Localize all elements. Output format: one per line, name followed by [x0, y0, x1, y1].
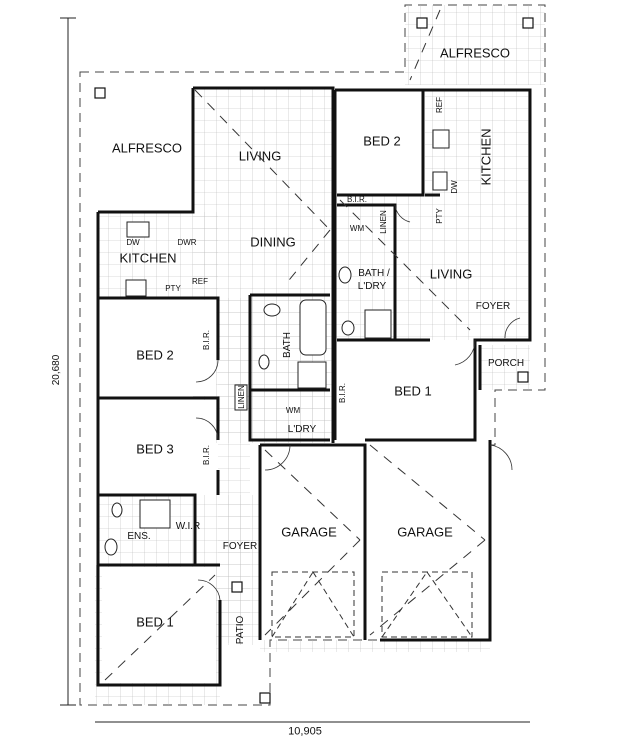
room-kitchen-left: KITCHEN: [119, 250, 177, 266]
linen-left: LINEN: [237, 385, 246, 409]
width-dimension: 10,905: [285, 726, 325, 738]
carpet-rooms: [95, 90, 488, 683]
bir-bed1-right: B.I.R.: [338, 382, 347, 404]
room-kitchen-right: KITCHEN: [478, 128, 494, 186]
bir-bed2-right: B.I.R.: [346, 195, 368, 204]
room-bath-left: BATH: [282, 332, 293, 358]
room-laundry-left: L'DRY: [287, 424, 317, 435]
room-foyer-left: FOYER: [222, 541, 258, 552]
garage-doors: [271, 571, 473, 638]
room-laundry-right: L'DRY: [357, 281, 387, 292]
room-ensuite-left: ENS.: [127, 531, 151, 542]
room-bath-right: BATH /: [358, 268, 390, 279]
room-alfresco-left: ALFRESCO: [111, 140, 183, 156]
room-porch-right: PORCH: [487, 358, 525, 369]
height-dimension: 20,680: [51, 354, 62, 386]
drawers-label: DWR: [177, 238, 197, 247]
washing-machine-left: WM: [285, 406, 301, 415]
door-swings: [195, 204, 521, 601]
dishwasher-label: DW: [126, 238, 140, 247]
pantry-label-right: PTY: [435, 208, 444, 224]
room-garage-left: GARAGE: [281, 524, 337, 540]
pantry-label: PTY: [165, 284, 181, 293]
room-living-left: LIVING: [238, 148, 282, 164]
dishwasher-label-right: DW: [450, 180, 459, 194]
posts: [94, 17, 534, 704]
room-dining-left: DINING: [250, 234, 296, 250]
room-alfresco-right: ALFRESCO: [439, 45, 511, 61]
bir-bed3-left: B.I.R.: [202, 444, 211, 466]
linen-right: LINEN: [379, 210, 388, 234]
room-bed1-left: BED 1: [136, 614, 174, 630]
dimension-lines: [60, 17, 530, 723]
fixtures: [104, 129, 450, 556]
fridge-label: REF: [192, 277, 208, 286]
room-patio-left: PATIO: [235, 615, 246, 645]
room-bed2-left: BED 2: [136, 347, 174, 363]
bir-bed2-left: B.I.R.: [202, 329, 211, 351]
room-bed2-right: BED 2: [363, 133, 401, 149]
room-bed3-left: BED 3: [136, 441, 174, 457]
room-living-right: LIVING: [429, 266, 473, 282]
washing-machine-right: WM: [349, 224, 365, 233]
room-wir-left: W.I.R: [175, 521, 201, 532]
room-garage-right: GARAGE: [397, 524, 453, 540]
walls: [96, 86, 532, 687]
room-bed1-right: BED 1: [394, 383, 432, 399]
ceiling-lines: [104, 9, 486, 681]
room-foyer-right: FOYER: [475, 301, 511, 312]
fridge-label-right: REF: [435, 97, 444, 113]
